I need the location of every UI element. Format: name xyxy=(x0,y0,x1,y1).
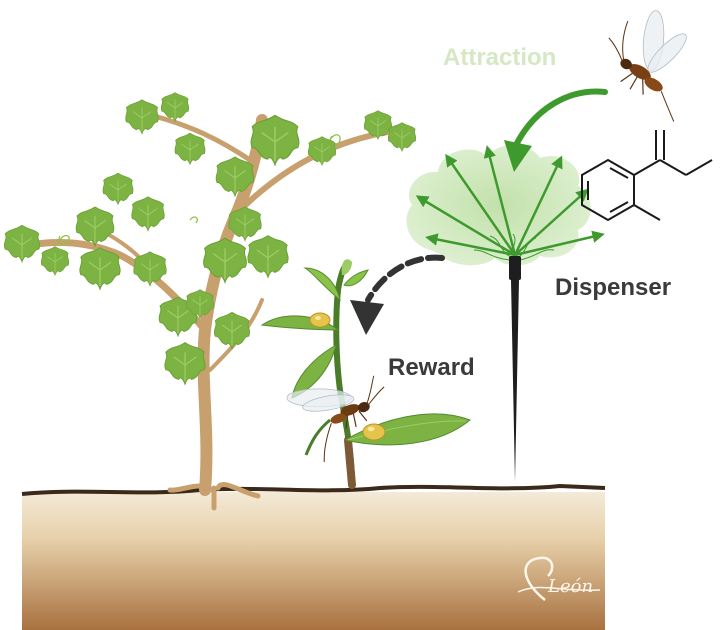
signature-text: León xyxy=(547,576,593,597)
dispenser-stake-icon xyxy=(509,256,521,482)
reward-label: Reward xyxy=(388,354,475,381)
nectar-drop-icon xyxy=(309,312,386,441)
soil-ground xyxy=(21,483,606,630)
dispenser-label: Dispenser xyxy=(555,274,671,301)
artist-signature: León xyxy=(517,556,601,601)
molecule-structure-icon xyxy=(581,130,713,222)
vine-plant-icon xyxy=(3,92,417,511)
seedling-icon xyxy=(260,259,471,489)
reward-arrow xyxy=(350,254,445,335)
parasitoid-wasp-icon xyxy=(286,375,385,462)
parasitoid-wasp-icon xyxy=(608,10,687,122)
emission-arrows xyxy=(415,145,605,257)
attraction-label: Attraction xyxy=(443,44,556,71)
attraction-arrow xyxy=(504,88,608,172)
